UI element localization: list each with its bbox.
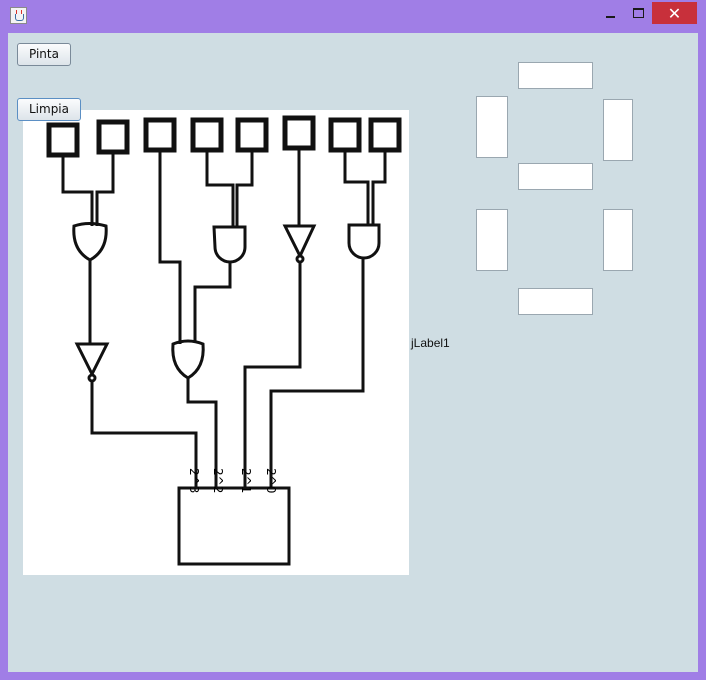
maximize-button[interactable] <box>626 2 650 24</box>
close-icon: ✕ <box>667 3 682 23</box>
or-gate <box>171 339 205 380</box>
output-register <box>177 486 291 566</box>
limpia-button[interactable]: Limpia <box>17 98 81 121</box>
input-box <box>328 117 362 153</box>
input-box <box>282 115 316 151</box>
input-box <box>235 117 269 153</box>
not-gate <box>74 342 110 378</box>
output-label-2-0: 2^0 <box>264 468 278 494</box>
minimize-icon <box>605 16 615 18</box>
input-box <box>368 117 402 153</box>
or-gate <box>72 222 108 262</box>
circuit-drawing <box>46 115 402 566</box>
segment-lower-left <box>476 209 508 271</box>
segment-top <box>518 62 593 89</box>
close-button[interactable]: ✕ <box>652 2 697 24</box>
not-gate <box>282 224 317 260</box>
pinta-button[interactable]: Pinta <box>17 43 71 66</box>
input-box <box>46 122 80 158</box>
and-gate <box>347 223 381 260</box>
segment-upper-right <box>603 99 633 161</box>
input-box <box>143 117 177 153</box>
input-box <box>190 117 224 153</box>
segment-bottom <box>518 288 593 315</box>
maximize-icon <box>632 8 644 18</box>
segment-middle <box>518 163 593 190</box>
minimize-button[interactable] <box>598 2 622 24</box>
title-bar[interactable]: ✕ <box>0 0 706 33</box>
segment-upper-left <box>476 96 508 158</box>
segment-lower-right <box>603 209 633 271</box>
java-icon[interactable] <box>10 7 27 24</box>
content-pane: Pinta <box>8 33 698 672</box>
and-gate <box>212 225 247 264</box>
result-label: jLabel1 <box>411 336 450 350</box>
circuit-diagram: 2^3 2^2 2^1 2^0 <box>23 110 409 575</box>
input-box <box>96 119 130 155</box>
